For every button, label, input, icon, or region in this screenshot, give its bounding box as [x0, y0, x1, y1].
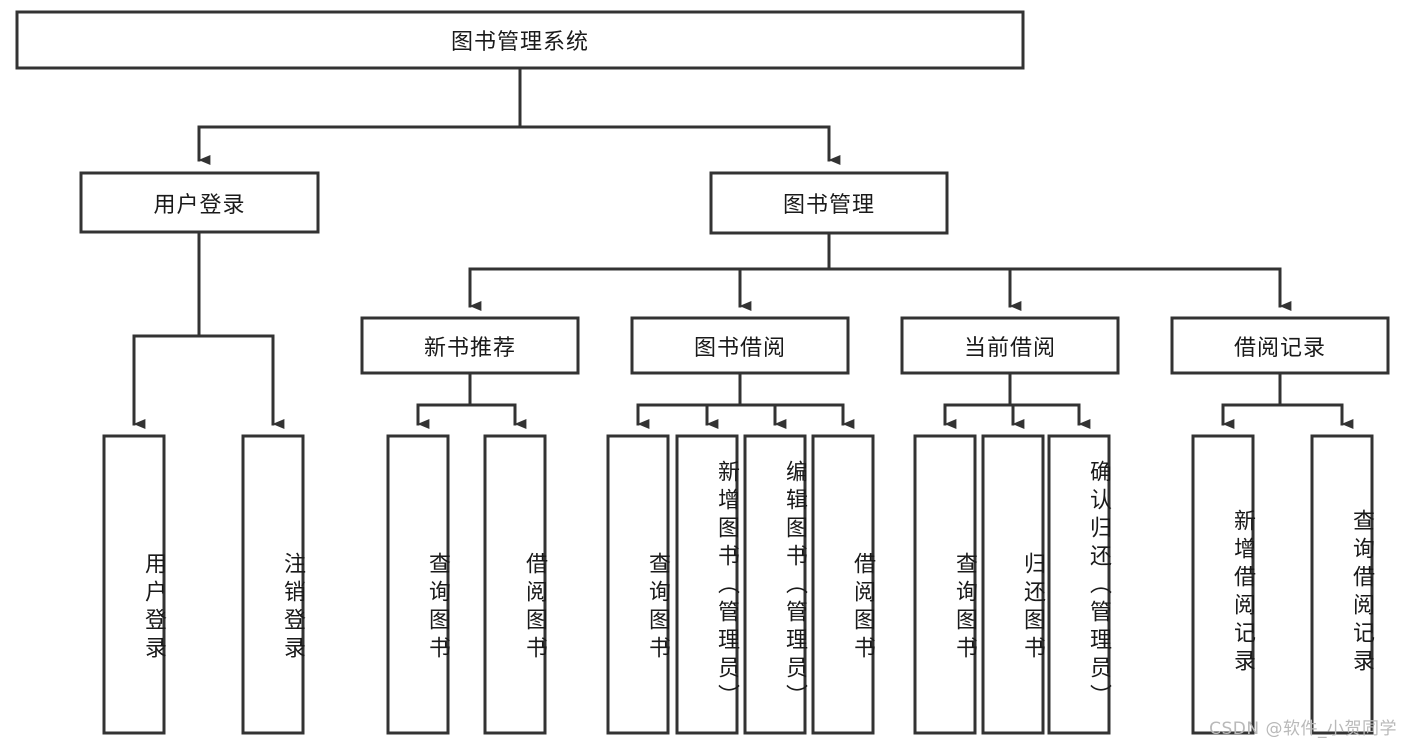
node-box-l2-3[interactable] [1170, 316, 1390, 375]
node-box-leaf-10[interactable] [1047, 434, 1111, 735]
node-box-leaf-3[interactable] [483, 434, 547, 735]
node-box-l1-1[interactable] [709, 171, 949, 235]
node-box-l2-2[interactable] [900, 316, 1120, 375]
node-box-leaf-8[interactable] [913, 434, 977, 735]
node-box-leaf-7[interactable] [811, 434, 875, 735]
node-box-l1-0[interactable] [79, 171, 320, 234]
node-box-leaf-6[interactable] [743, 434, 807, 735]
node-box-l2-0[interactable] [360, 316, 580, 375]
node-box-leaf-9[interactable] [981, 434, 1045, 735]
node-box-leaf-2[interactable] [386, 434, 450, 735]
node-box-leaf-4[interactable] [606, 434, 670, 735]
node-box-l2-1[interactable] [630, 316, 850, 375]
node-box-leaf-12[interactable] [1310, 434, 1374, 735]
node-box-leaf-0[interactable] [102, 434, 166, 735]
node-box-leaf-11[interactable] [1191, 434, 1255, 735]
node-box-root[interactable] [15, 10, 1025, 70]
node-box-leaf-5[interactable] [675, 434, 739, 735]
node-box-leaf-1[interactable] [241, 434, 305, 735]
